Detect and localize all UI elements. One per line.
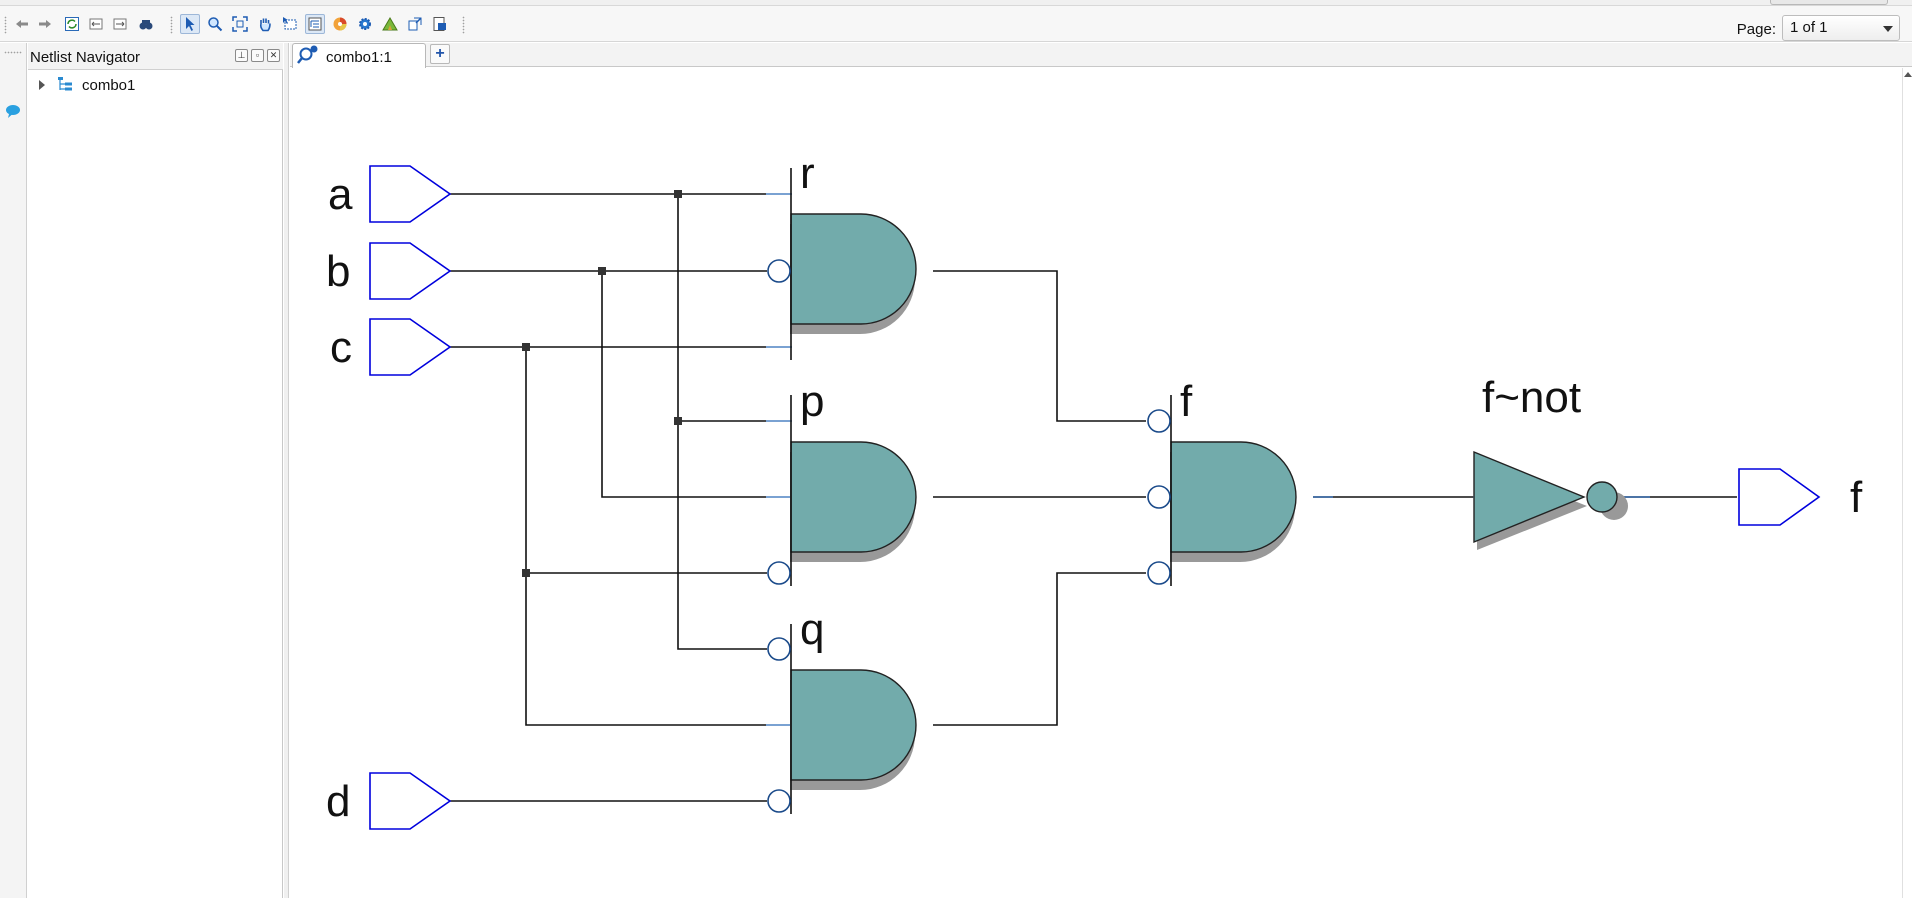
junction-b xyxy=(598,267,606,275)
refresh-icon[interactable] xyxy=(62,14,82,34)
scroll-up-icon[interactable] xyxy=(1904,72,1912,77)
inversion-bubble xyxy=(767,259,791,283)
toolbar-grip[interactable] xyxy=(4,16,7,34)
hierarchy-tree-icon xyxy=(56,75,74,98)
pin-icon[interactable]: ⊥ xyxy=(235,49,248,62)
input-port-c[interactable] xyxy=(369,318,452,376)
junctions xyxy=(522,190,682,577)
and-gate-q[interactable]: q xyxy=(767,605,917,814)
page-select-value: 1 of 1 xyxy=(1790,19,1828,36)
wire-a-branch xyxy=(677,194,767,650)
hierarchy-icon[interactable] xyxy=(305,14,325,34)
inversion-bubble xyxy=(1147,561,1171,585)
navigator-header: Netlist Navigator ⊥ ▫ ✕ xyxy=(28,43,283,70)
upper-tab-edge xyxy=(1770,0,1888,5)
expand-icon[interactable] xyxy=(110,14,130,34)
forward-icon[interactable] xyxy=(35,14,55,34)
inversion-bubble xyxy=(1147,485,1171,509)
and-gate-p[interactable]: p xyxy=(767,377,917,586)
toolbar: Page: 1 of 1 xyxy=(0,6,1912,42)
input-port-a[interactable] xyxy=(369,165,452,223)
fit-icon[interactable] xyxy=(230,14,250,34)
tree-item-label: combo1 xyxy=(82,77,136,94)
page-setup-icon[interactable] xyxy=(430,14,450,34)
output-label-f: f xyxy=(1850,473,1863,522)
gate-label-f: f xyxy=(1180,377,1193,426)
pan-hand-icon[interactable] xyxy=(255,14,275,34)
junction-c2 xyxy=(522,569,530,577)
output-port-f[interactable] xyxy=(1738,468,1821,526)
and-gate-f[interactable]: f xyxy=(1147,377,1297,586)
page-label: Page: xyxy=(1736,21,1776,38)
tree-item-combo1[interactable]: combo1 xyxy=(28,73,283,97)
junction-a2 xyxy=(674,417,682,425)
vertical-scrollbar[interactable] xyxy=(1902,68,1912,898)
gate-label-q: q xyxy=(800,605,824,654)
inversion-bubble xyxy=(1586,481,1618,513)
input-port-d[interactable] xyxy=(369,772,452,830)
select-pointer-icon[interactable] xyxy=(180,14,200,34)
top-strip xyxy=(0,0,1912,6)
wire-c-branch xyxy=(525,347,766,726)
collapse-icon[interactable] xyxy=(86,14,106,34)
export-icon[interactable] xyxy=(405,14,425,34)
junction-c xyxy=(522,343,530,351)
region-select-icon[interactable] xyxy=(280,14,300,34)
toolbar-grip[interactable] xyxy=(170,16,173,34)
color-wheel-icon[interactable] xyxy=(330,14,350,34)
left-icon-strip xyxy=(0,43,27,898)
navigator-title: Netlist Navigator xyxy=(30,49,141,66)
tab-combo1[interactable]: combo1:1 xyxy=(292,43,426,68)
input-label-a: a xyxy=(328,170,353,219)
toolbar-grip[interactable] xyxy=(462,16,465,34)
close-icon[interactable]: ✕ xyxy=(267,49,280,62)
gate-label-not: f~not xyxy=(1482,373,1581,422)
wire-b-branch xyxy=(601,271,766,498)
input-label-b: b xyxy=(326,247,350,296)
wire-q-f xyxy=(933,572,1146,726)
page-select[interactable]: 1 of 1 xyxy=(1782,15,1900,41)
back-icon[interactable] xyxy=(12,14,32,34)
schematic-diagram: a b c d r p xyxy=(326,149,1863,830)
wires xyxy=(450,193,1737,802)
document-tab-bar: combo1:1 + xyxy=(290,43,1912,68)
netlist-navigator-panel: Netlist Navigator ⊥ ▫ ✕ combo1 xyxy=(28,43,283,898)
schematic-canvas[interactable]: a b c d r p xyxy=(290,68,1902,898)
wire-r-f xyxy=(933,270,1146,422)
chevron-down-icon xyxy=(1883,26,1893,32)
float-window-icon[interactable]: ▫ xyxy=(251,49,264,62)
gate-label-r: r xyxy=(800,149,815,198)
input-ports xyxy=(369,165,452,830)
filter-icon[interactable] xyxy=(380,14,400,34)
settings-gear-icon[interactable] xyxy=(355,14,375,34)
tree-expand-arrow-icon[interactable] xyxy=(39,80,45,90)
panel-splitter[interactable] xyxy=(284,43,289,898)
add-tab-button[interactable]: + xyxy=(430,44,450,64)
input-port-b[interactable] xyxy=(369,242,452,300)
junction-a xyxy=(674,190,682,198)
gate-label-p: p xyxy=(800,377,824,426)
netlist-viewer-icon xyxy=(297,45,321,70)
inversion-bubble xyxy=(767,637,791,661)
inversion-bubble xyxy=(1147,409,1171,433)
find-icon[interactable] xyxy=(136,14,156,34)
inversion-bubble xyxy=(767,789,791,813)
input-label-d: d xyxy=(326,777,350,826)
zoom-icon[interactable] xyxy=(205,14,225,34)
tab-label: combo1:1 xyxy=(326,49,392,66)
strip-grip[interactable] xyxy=(4,51,22,54)
and-gate-r[interactable]: r xyxy=(767,149,917,360)
not-gate[interactable]: f~not xyxy=(1473,373,1628,550)
inversion-bubble xyxy=(767,561,791,585)
messages-chat-icon[interactable] xyxy=(5,103,21,124)
input-label-c: c xyxy=(330,323,352,372)
